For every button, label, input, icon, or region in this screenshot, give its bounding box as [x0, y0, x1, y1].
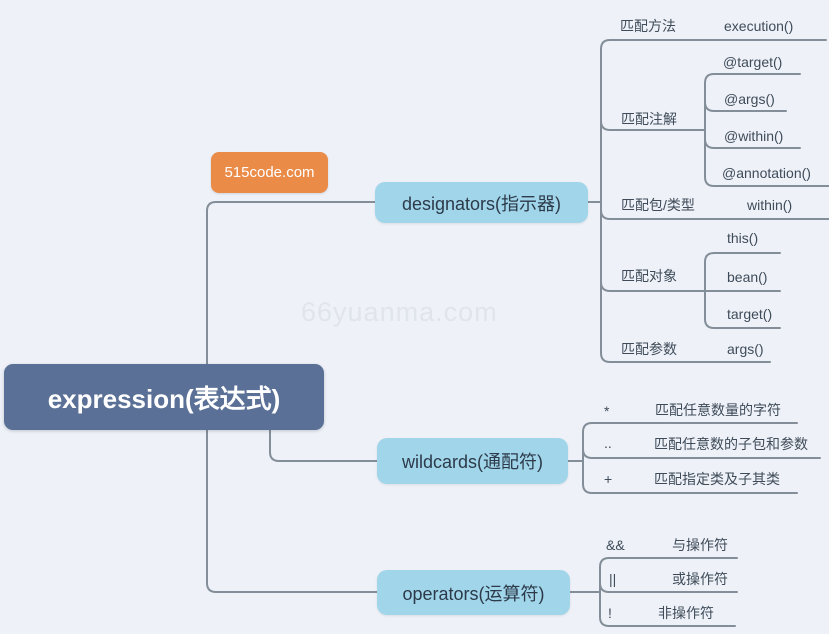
root-node-expression[interactable]: expression(表达式): [4, 364, 324, 430]
topic-target[interactable]: target(): [727, 306, 773, 322]
topic-dotdot-symbol[interactable]: ..: [604, 435, 612, 451]
topic-at-within[interactable]: @within(): [724, 128, 784, 144]
topic-args[interactable]: args(): [727, 341, 764, 357]
topic-match-method[interactable]: 匹配方法: [620, 18, 676, 34]
branch-node-wildcards[interactable]: wildcards(通配符): [377, 438, 568, 484]
topic-plus-symbol[interactable]: +: [604, 471, 613, 487]
topic-at-args[interactable]: @args(): [724, 91, 775, 107]
topic-match-package[interactable]: 匹配包/类型: [621, 197, 695, 213]
topic-not-symbol[interactable]: !: [608, 605, 612, 621]
badge-515code[interactable]: 515code.com: [211, 152, 328, 193]
topic-at-annotation[interactable]: @annotation(): [722, 165, 811, 181]
topic-execution[interactable]: execution(): [724, 18, 794, 34]
branch-node-designators[interactable]: designators(指示器): [375, 182, 588, 223]
topic-this[interactable]: this(): [727, 230, 759, 246]
topic-or-symbol[interactable]: ||: [609, 571, 617, 587]
branch-node-operators[interactable]: operators(运算符): [377, 570, 570, 615]
watermark: 66yuanma.com: [301, 297, 498, 327]
topic-not-desc[interactable]: 非操作符: [658, 605, 714, 621]
topic-match-params[interactable]: 匹配参数: [621, 341, 677, 357]
topic-star-desc[interactable]: 匹配任意数量的字符: [655, 402, 781, 418]
topic-match-annotation[interactable]: 匹配注解: [621, 111, 677, 127]
topic-and-desc[interactable]: 与操作符: [672, 537, 728, 553]
topic-bean[interactable]: bean(): [727, 269, 768, 285]
topic-within[interactable]: within(): [747, 197, 793, 213]
topic-dotdot-desc[interactable]: 匹配任意数的子包和参数: [654, 436, 808, 452]
topic-star-symbol[interactable]: *: [604, 403, 610, 419]
topic-at-target[interactable]: @target(): [723, 54, 783, 70]
topic-or-desc[interactable]: 或操作符: [672, 571, 728, 587]
topic-and-symbol[interactable]: &&: [606, 537, 625, 553]
topic-match-object[interactable]: 匹配对象: [621, 268, 677, 284]
topic-plus-desc[interactable]: 匹配指定类及子其类: [654, 471, 780, 487]
